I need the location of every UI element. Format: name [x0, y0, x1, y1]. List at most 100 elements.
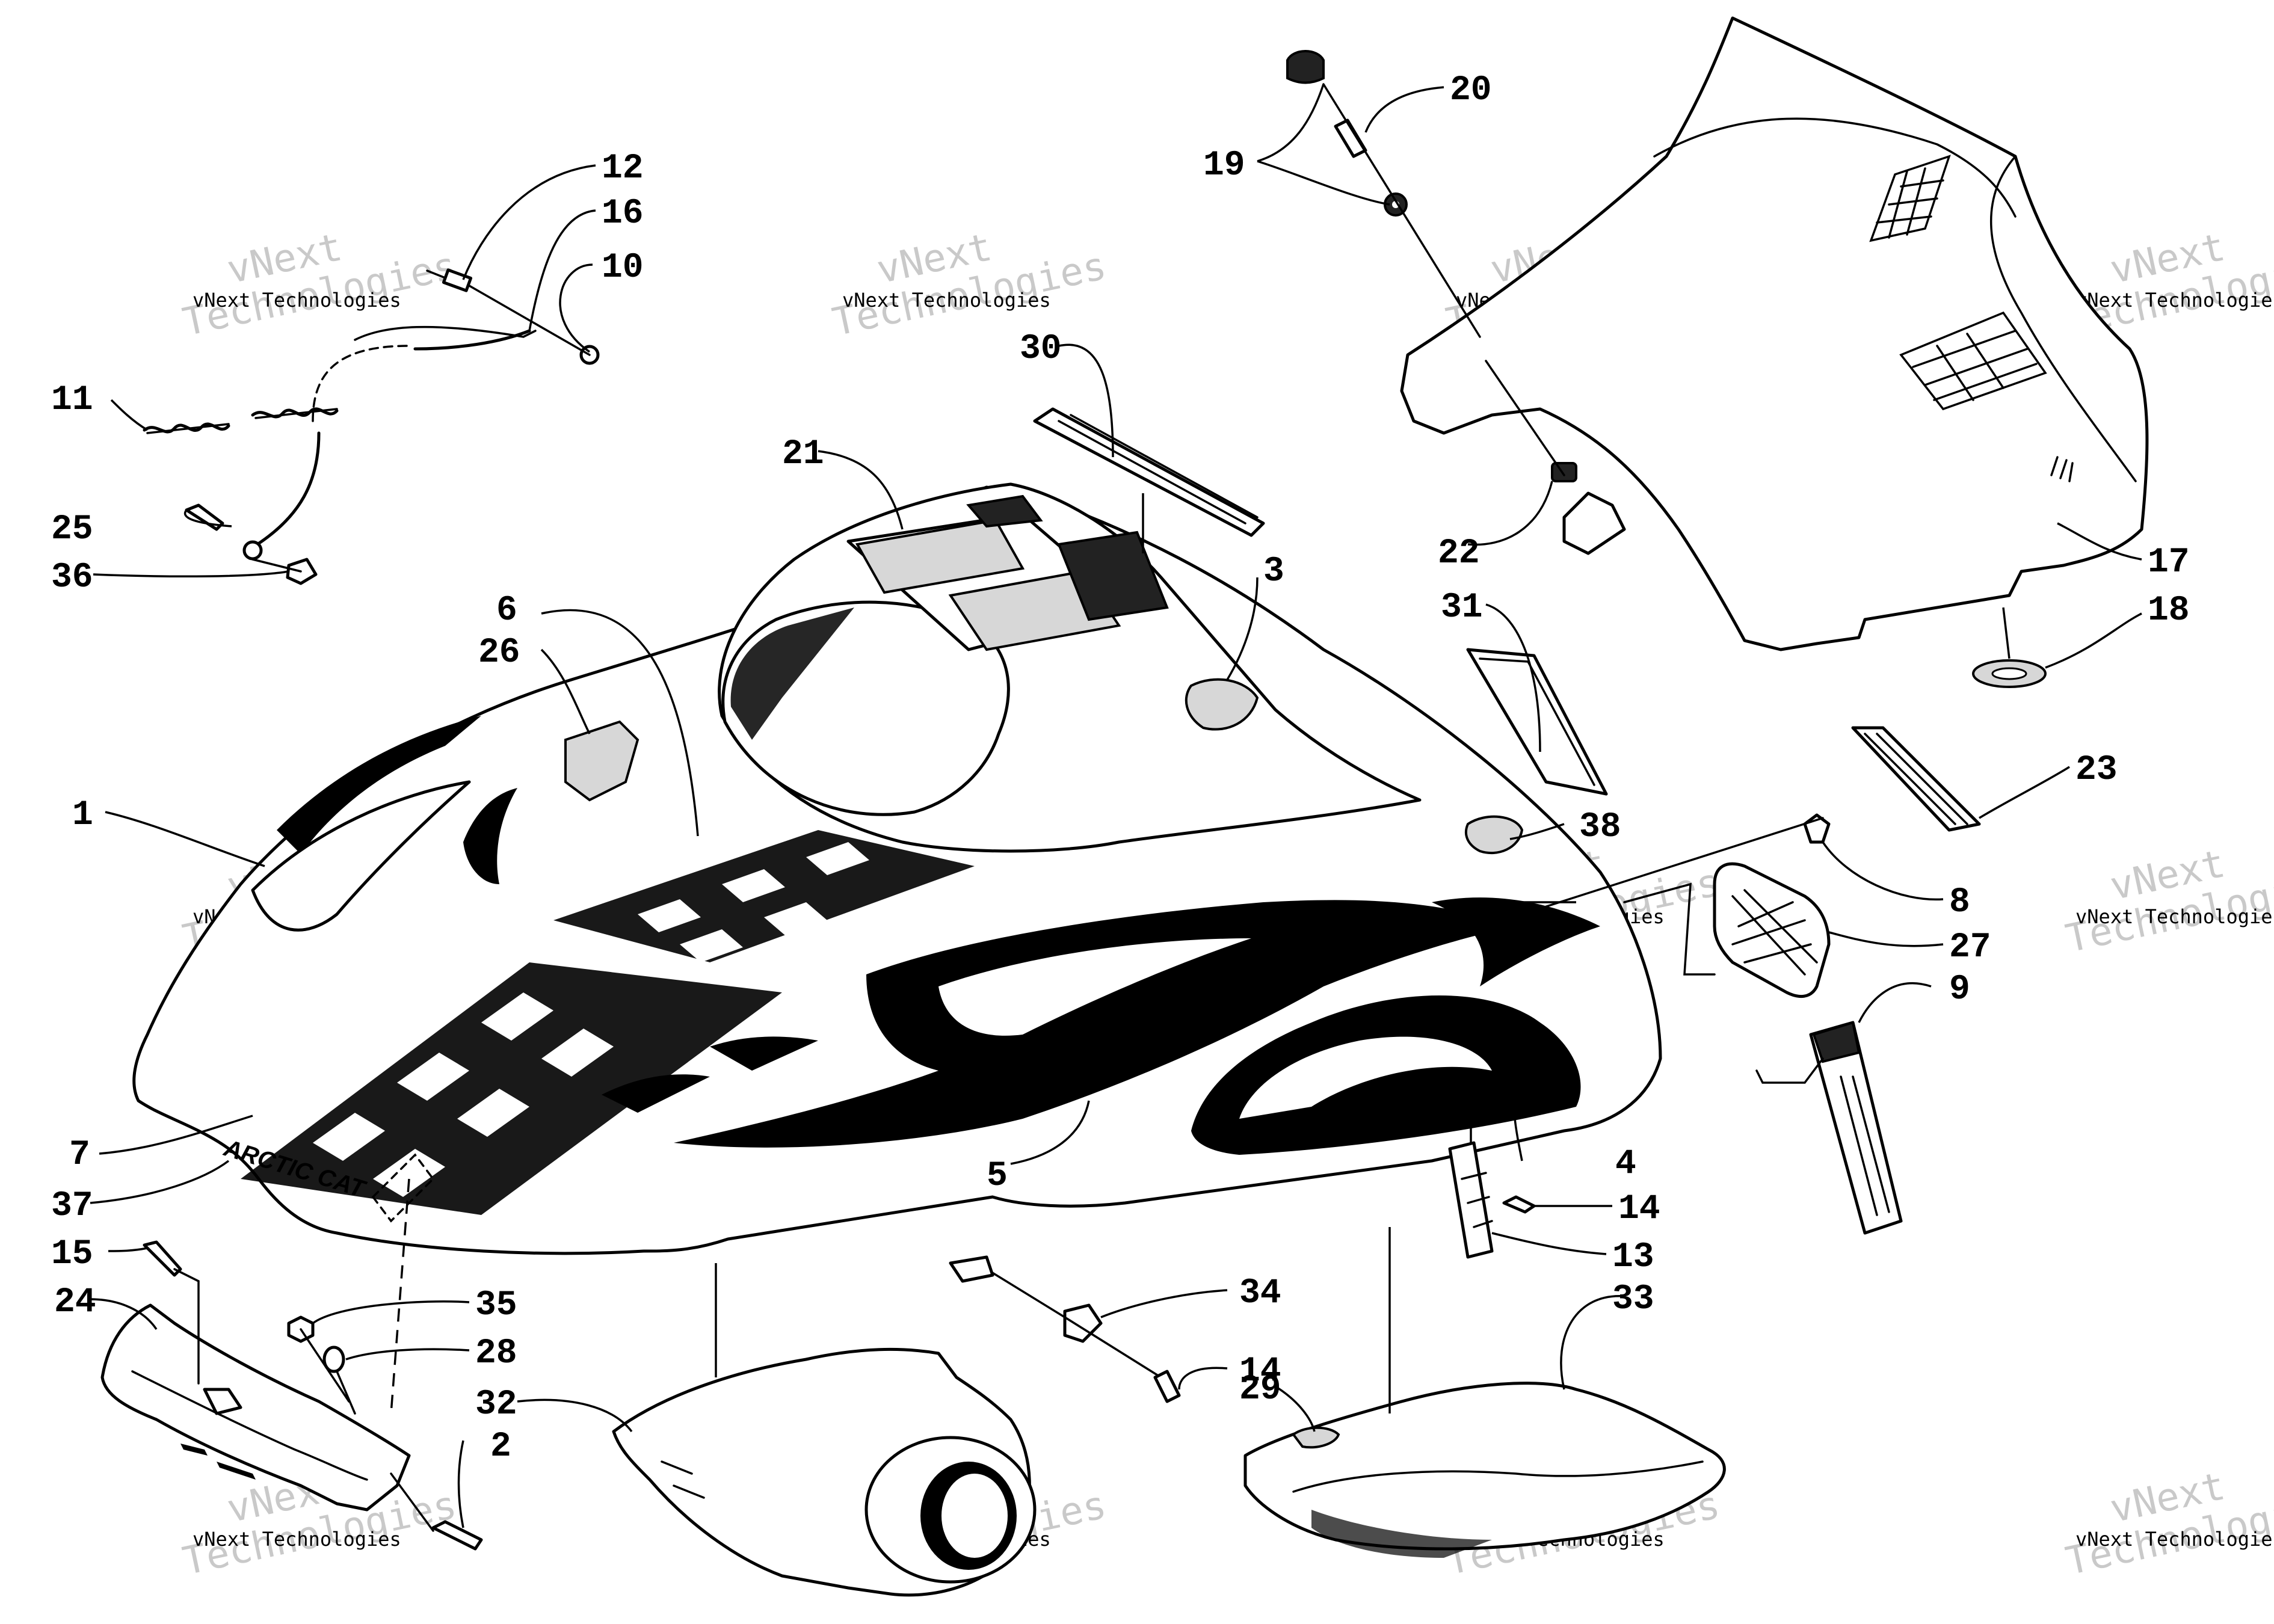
watermark-large-0: vNextTechnologies	[170, 203, 460, 345]
mount-line-27	[1521, 817, 1824, 1084]
washer-28	[322, 1346, 345, 1373]
callout-29: 29	[1239, 1370, 1281, 1409]
mount-line-34	[961, 1262, 1162, 1379]
cable-dashed	[312, 345, 410, 422]
checker-stripe-lower	[241, 962, 782, 1215]
callout-14b: 14	[1239, 1352, 1281, 1391]
windshield-bracket-22	[1562, 491, 1626, 555]
watermark-large-7: vNextTechnologies	[2053, 819, 2274, 962]
pan-33-shadow	[1311, 1510, 1492, 1558]
windshield	[1400, 16, 2149, 651]
bumper-24-inner	[131, 1370, 368, 1481]
cable-16	[413, 329, 531, 351]
cable-assembly	[143, 268, 600, 585]
strap-9-lines	[1840, 1075, 1890, 1216]
callout-25: 25	[51, 510, 93, 549]
callout-38: 38	[1579, 808, 1621, 847]
callout-17: 17	[2148, 543, 2190, 582]
bolt-14-lower	[1153, 1370, 1181, 1403]
callout-27: 27	[1949, 928, 1991, 967]
watermark-small-3: vNext Technologies	[2075, 289, 2274, 312]
flame-graphic-large	[674, 900, 1516, 1148]
callout-37: 37	[51, 1187, 93, 1226]
callout-31: 31	[1441, 588, 1483, 627]
hood-assembly: ARCTIC CAT LIGHTWEIGHT TWIN	[132, 482, 1662, 1255]
watermark-small-0: vNext Technologies	[193, 289, 401, 312]
callout-16: 16	[602, 194, 644, 233]
mount-line-windshield	[1322, 83, 1565, 476]
watermark-small-8: vNext Technologies	[193, 1528, 401, 1551]
callout-26: 26	[478, 633, 520, 672]
windshield-slots	[2050, 456, 2074, 482]
lens-27-mesh	[1731, 889, 1818, 976]
console-label-21	[855, 518, 1025, 594]
callout-21: 21	[782, 435, 824, 474]
nut-22	[1551, 462, 1577, 482]
cable-lower	[251, 431, 321, 549]
console-vent-right	[1057, 531, 1169, 621]
screw-20	[1334, 118, 1367, 158]
bolt-15	[143, 1240, 182, 1277]
mount-line-18	[2002, 607, 2011, 659]
cable-line	[354, 325, 537, 341]
mount-line-2	[390, 1472, 434, 1532]
watermark-large-1: vNextTechnologies	[820, 203, 1110, 345]
mount-line-15	[173, 1268, 200, 1385]
decal-30	[1033, 407, 1265, 537]
bolt-14-upper	[1502, 1195, 1536, 1214]
callout-23: 23	[2075, 751, 2118, 790]
watermark-small-1: vNext Technologies	[842, 289, 1051, 312]
callout-36: 36	[51, 558, 93, 597]
spring-11-right	[251, 407, 339, 419]
cable-lower-2	[251, 558, 302, 573]
foam-pad-3	[1185, 678, 1259, 731]
pan-33-edge	[1292, 1460, 1704, 1493]
flame-tip-2	[710, 1036, 818, 1071]
foam-pad-38	[1464, 815, 1524, 855]
bumper-bracket	[203, 1388, 242, 1415]
hood-vent-left	[251, 780, 471, 932]
bracket-13-detail	[1461, 1172, 1493, 1228]
callout-4: 4	[1615, 1145, 1636, 1184]
cable-line-to-10	[468, 285, 591, 356]
bumper-slot-1	[180, 1444, 208, 1456]
callout-5: 5	[987, 1157, 1008, 1196]
strap-9-top	[1812, 1021, 1861, 1063]
mount-line-35	[300, 1328, 356, 1415]
callout-30: 30	[1020, 330, 1062, 369]
side-flame-upper	[1432, 897, 1600, 986]
callout-28: 28	[475, 1334, 517, 1373]
callout-3: 3	[1263, 552, 1284, 591]
callout-19: 19	[1203, 146, 1245, 185]
watermark-small-11: vNext Technologies	[2075, 1528, 2274, 1551]
reflector-23-hatch	[1864, 733, 1968, 825]
callout-11: 11	[51, 381, 93, 420]
callout-14a: 14	[1618, 1190, 1660, 1229]
foam-29	[1292, 1426, 1340, 1449]
callout-labels: 1 2 3 4 5 6 7 8 9 10 11 12 13 14 14 15 1…	[51, 71, 2190, 1466]
foam-pad-26	[564, 720, 639, 802]
pan-32-slots	[661, 1460, 705, 1499]
watermark-small-7: vNext Technologies	[2075, 905, 2274, 928]
windshield-mesh-lower	[1899, 311, 2047, 411]
mount-line-37-dashed	[390, 1178, 410, 1414]
callout-9: 9	[1949, 970, 1970, 1009]
hood-stripe-left-1	[277, 716, 481, 854]
callout-33: 33	[1612, 1280, 1654, 1319]
checker-stripe-upper	[553, 830, 975, 962]
callout-2: 2	[490, 1427, 511, 1466]
right-parts	[1466, 648, 1981, 1235]
windshield-inner-edge	[1653, 117, 2017, 218]
hood-stripe-left-2	[463, 788, 517, 884]
callout-13: 13	[1612, 1238, 1654, 1277]
windshield-assembly	[1286, 16, 2149, 688]
dash-vent-hatching	[730, 607, 854, 740]
reflector-31	[1466, 648, 1608, 796]
callout-7: 7	[69, 1136, 90, 1175]
callout-35: 35	[475, 1286, 517, 1325]
callout-1: 1	[72, 796, 93, 835]
bolt-2	[431, 1520, 483, 1551]
console-vent-left	[966, 494, 1043, 528]
bracket-34	[1063, 1303, 1103, 1343]
